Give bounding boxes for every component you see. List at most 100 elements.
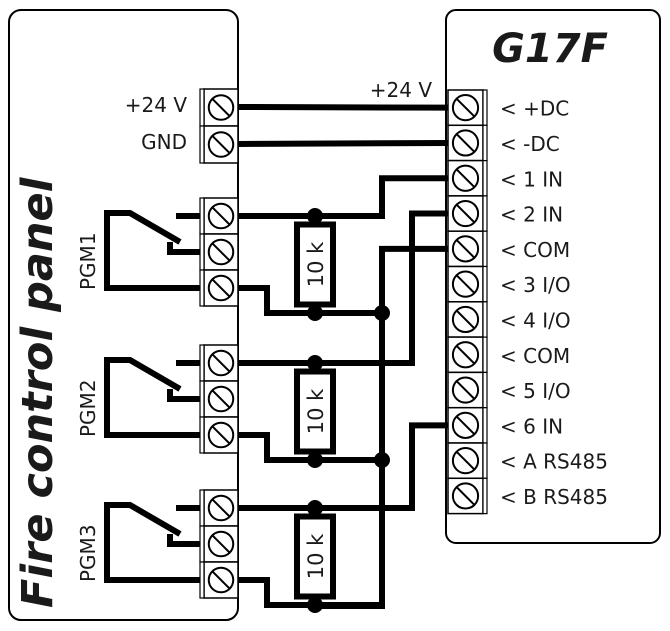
pgm1-terminal-1: [199, 197, 239, 235]
relays: [104, 210, 200, 583]
pgm1-terminal-2: [199, 233, 239, 271]
device-terminal-label: < +DC: [500, 97, 569, 121]
resistor-value: 10 k: [304, 533, 328, 579]
device-terminal-labels: < +DC < -DC < 1 IN < 2 IN < COM < 3 I/O < 4 I/…: [500, 97, 608, 509]
junction-dot: [374, 452, 390, 468]
device-terminal-label: < 2 IN: [500, 203, 563, 227]
pgm2-terminal-2: [199, 380, 239, 418]
panel-terminal-24v: [199, 88, 239, 127]
relay-contact-icon-pgm3: [104, 502, 200, 583]
screw-icon: [207, 566, 235, 594]
device-terminal-label: < B RS485: [500, 485, 608, 509]
junction-dot: [307, 500, 323, 516]
screw-icon: [207, 131, 235, 158]
device-terminal-7: [447, 301, 488, 338]
resistor-value: 10 k: [304, 241, 328, 287]
pgm3-label: PGM3: [76, 524, 100, 582]
device-terminal-label: < A RS485: [500, 450, 608, 474]
device-terminal-label: < 4 I/O: [500, 308, 571, 332]
wire-pgm2-to-2in: [238, 210, 448, 366]
wire-gnd: [237, 139, 449, 147]
supply-24v-label: +24 V: [370, 78, 433, 102]
screw-icon: [451, 305, 480, 334]
device-terminal-block: [447, 89, 488, 515]
device-terminal-label: < 5 I/O: [500, 379, 571, 403]
wire-pgm3-to-6in: [238, 422, 448, 511]
screw-icon: [451, 376, 480, 404]
screw-icon: [207, 530, 235, 558]
device-terminal-4: [447, 195, 488, 232]
pgm3-terminal-2: [199, 525, 239, 563]
device-terminal-label: < COM: [500, 238, 570, 262]
pgm2-terminal-3: [199, 416, 239, 454]
screw-icon: [451, 129, 480, 157]
screw-icon: [207, 94, 235, 121]
screw-icon: [207, 202, 235, 230]
screw-icon: [451, 482, 480, 510]
pgm1-label: PGM1: [76, 232, 100, 290]
resistor-2: 10 k: [294, 368, 336, 455]
wire-pgm1-to-1in: [238, 175, 448, 219]
pgm3-terminal-1: [199, 489, 239, 527]
device-title: G17F: [492, 26, 608, 72]
screw-icon: [451, 270, 480, 298]
device-terminal-label: < -DC: [500, 132, 560, 156]
screw-icon: [451, 199, 480, 228]
junction-dot: [307, 355, 323, 371]
screw-icon: [207, 238, 235, 266]
resistors: 10 k 10 k 10 k: [294, 216, 336, 605]
wire-pgm3-bottom: [238, 577, 382, 608]
device-terminal-8: [447, 336, 488, 374]
panel-terminal-blocks: [199, 88, 239, 599]
wire-24v: [237, 104, 449, 111]
junction-dot: [307, 208, 323, 224]
pgm3-terminal-3: [199, 561, 239, 599]
device-terminal-label: < 1 IN: [500, 167, 563, 191]
device-terminal-10: [447, 406, 488, 444]
screw-icon: [451, 94, 480, 122]
screw-icon: [207, 349, 235, 377]
pgm2-terminal-1: [199, 344, 239, 382]
panel-gnd-label: GND: [141, 130, 187, 154]
pgm2-label: PGM2: [76, 379, 100, 437]
screw-icon: [207, 385, 235, 413]
junction-dot: [307, 452, 323, 468]
screw-icon: [451, 164, 480, 192]
junction-dot: [374, 305, 390, 321]
panel-24v-label: +24 V: [125, 93, 188, 117]
junction-dot: [307, 305, 323, 321]
device-terminal-12: [447, 477, 488, 515]
device-terminal-label: < COM: [500, 344, 570, 368]
wire-pgm2-bottom: [238, 432, 382, 463]
resistor-3: 10 k: [294, 513, 336, 600]
wires: [237, 104, 449, 609]
fire-control-panel-box: [8, 9, 239, 621]
junction-dots: [307, 208, 390, 613]
screw-icon: [451, 235, 480, 263]
device-terminal-2: [447, 124, 488, 162]
screw-icon: [207, 421, 235, 449]
panel-terminal-gnd: [199, 125, 239, 164]
pgm1-terminal-3: [199, 269, 239, 307]
screw-icon: [207, 274, 235, 302]
screw-icon: [451, 341, 480, 369]
device-terminal-9: [447, 371, 488, 409]
device-terminal-label: < 6 IN: [500, 414, 563, 438]
relay-contact-icon-pgm1: [104, 210, 200, 291]
screw-icon: [451, 447, 480, 475]
device-terminal-11: [447, 442, 488, 480]
screw-icon: [451, 411, 480, 439]
device-terminal-6: [447, 265, 488, 303]
wire-pgm1-bottom: [238, 285, 382, 316]
resistor-value: 10 k: [304, 388, 328, 434]
device-terminal-1: [447, 89, 488, 127]
panel-title: Fire control panel: [13, 176, 63, 608]
device-terminal-3: [447, 159, 488, 197]
resistor-1: 10 k: [294, 221, 336, 308]
device-terminal-label: < 3 I/O: [500, 273, 571, 297]
device-terminal-5: [447, 230, 488, 268]
g17f-device-box: [445, 9, 661, 544]
screw-icon: [207, 494, 235, 522]
junction-dot: [307, 597, 323, 613]
